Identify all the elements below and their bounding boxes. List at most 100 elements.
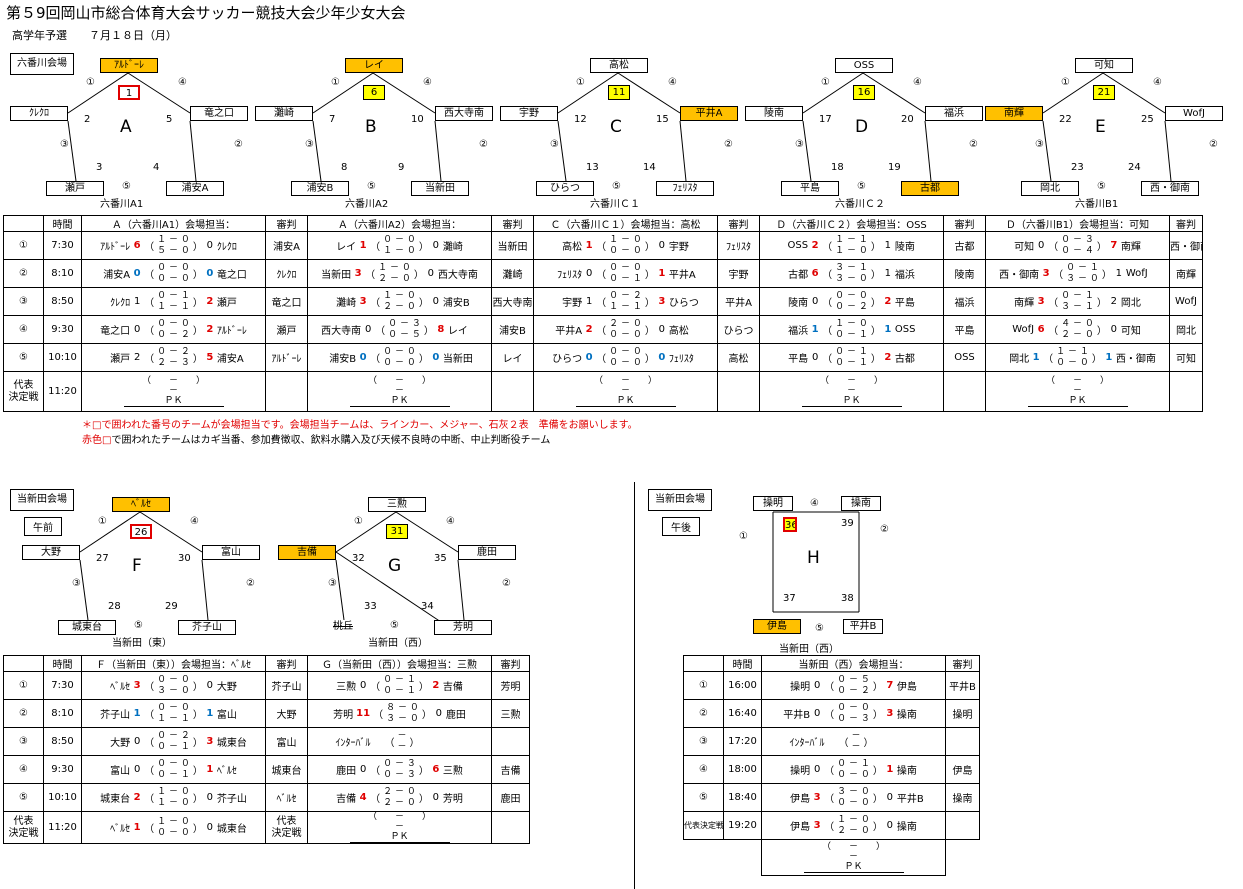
home-score: 0 (1037, 240, 1045, 251)
home-score: 1 (585, 296, 593, 307)
home-team: 操明 (790, 766, 811, 777)
team-box-e-right: WofJ (1165, 106, 1223, 121)
referee: 三勲 (491, 699, 530, 728)
paren-close: ） (418, 354, 429, 365)
edge-number-d-2: 20 (901, 114, 914, 125)
away-score: 0 (206, 240, 214, 251)
home-team: ﾍﾞﾙｾ (110, 682, 131, 693)
away-team: 福浜 (894, 270, 915, 281)
paren-open: （ (596, 242, 607, 253)
edge-number-d-4: 19 (888, 162, 901, 173)
pk-label: ＰＫ (349, 832, 450, 843)
paren-open: （ (824, 710, 835, 721)
away-score: 1 (658, 268, 666, 279)
host-number-d: 16 (853, 85, 875, 100)
home-score: 2 (133, 792, 141, 803)
away-team: ｱﾙﾄﾞｰﾚ (216, 326, 247, 337)
match-time: 8:50 (43, 727, 82, 756)
match-mark-b-1: ① (331, 77, 340, 88)
half-scores: －－ (397, 730, 407, 752)
home-team: ｱﾙﾄﾞｰﾚ (100, 242, 131, 253)
edge-number-e-1: 22 (1059, 114, 1072, 125)
match-mark-a-5: ⑤ (122, 181, 131, 192)
pk-score: （ － ） (367, 376, 431, 386)
away-team: 城東台 (216, 824, 247, 835)
paren-close: ） (1096, 242, 1107, 253)
col-header: 審判 (945, 655, 980, 672)
match-mark-d-2: ② (969, 139, 978, 150)
bracket-line (335, 511, 397, 553)
match-mark-g-2: ② (502, 578, 511, 589)
paren-close: ） (409, 738, 420, 749)
paren-open: （ (144, 270, 155, 281)
edge-number-e-3: 23 (1071, 162, 1084, 173)
away-score: 0 (1110, 324, 1118, 335)
away-score: 0 (432, 352, 440, 363)
referee: 操南 (945, 783, 980, 812)
paren-open: （ (1043, 354, 1054, 365)
away-score: 2 (884, 352, 892, 363)
home-team: 吉備 (336, 794, 357, 805)
referee: 浦安A (265, 231, 308, 260)
match-mark-a-1: ① (86, 77, 95, 88)
bracket-line (189, 120, 197, 182)
home-team: 可知 (1014, 242, 1035, 253)
field-label-d: 六番川Ｃ２ (835, 199, 885, 210)
match-mark-d-1: ① (821, 77, 830, 88)
paren-close: ） (644, 354, 655, 365)
edge-number-d-3: 18 (831, 162, 844, 173)
group-letter-d: D (855, 117, 869, 137)
away-team: レイ (447, 326, 468, 337)
away-team: 浦安A (216, 354, 244, 365)
away-score: 0 (206, 822, 214, 833)
pk-dash: － (394, 386, 404, 396)
paren-close: ） (418, 298, 429, 309)
match-mark-g-1: ① (354, 516, 363, 527)
bracket-line (617, 72, 681, 114)
home-team: 岡北 (1009, 354, 1030, 365)
match-no: ⑤ (3, 343, 44, 372)
away-score: 0 (886, 792, 894, 803)
host-number-e: 21 (1093, 85, 1115, 100)
away-team: 操南 (896, 766, 917, 777)
away-score: 1 (206, 764, 214, 775)
col-header: Ｄ（六番川B1）会場担当：可知 (985, 215, 1170, 232)
col-no (3, 215, 44, 232)
paren-close: ） (870, 298, 881, 309)
bracket-line (1042, 120, 1052, 182)
edge-number-a-2: 5 (166, 114, 173, 125)
home-team: ｲﾝﾀｰﾊﾞﾙ (335, 738, 371, 749)
home-team: 灘崎 (336, 298, 357, 309)
away-score: 6 (432, 764, 440, 775)
match-mark-f-3: ③ (72, 578, 81, 589)
home-team: 伊島 (790, 794, 811, 805)
team-box-g-right: 鹿田 (458, 545, 516, 560)
paren-close: ） (1101, 270, 1112, 281)
pk-dash: － (620, 386, 630, 396)
team-box-h-bottom-left: 伊島 (753, 619, 801, 634)
paren-close: ） (192, 794, 203, 805)
match-mark-d-5: ⑤ (857, 181, 866, 192)
match-no: ⑤ (683, 783, 724, 812)
group-letter-a: A (120, 117, 132, 137)
away-team: 高松 (668, 326, 689, 337)
referee (945, 727, 980, 756)
paren-close: ） (192, 354, 203, 365)
paren-close: ） (421, 710, 432, 721)
paren-open: （ (838, 738, 849, 749)
paren-open: （ (1048, 298, 1059, 309)
pk-row-no (684, 840, 724, 876)
away-team: 操南 (896, 710, 917, 721)
